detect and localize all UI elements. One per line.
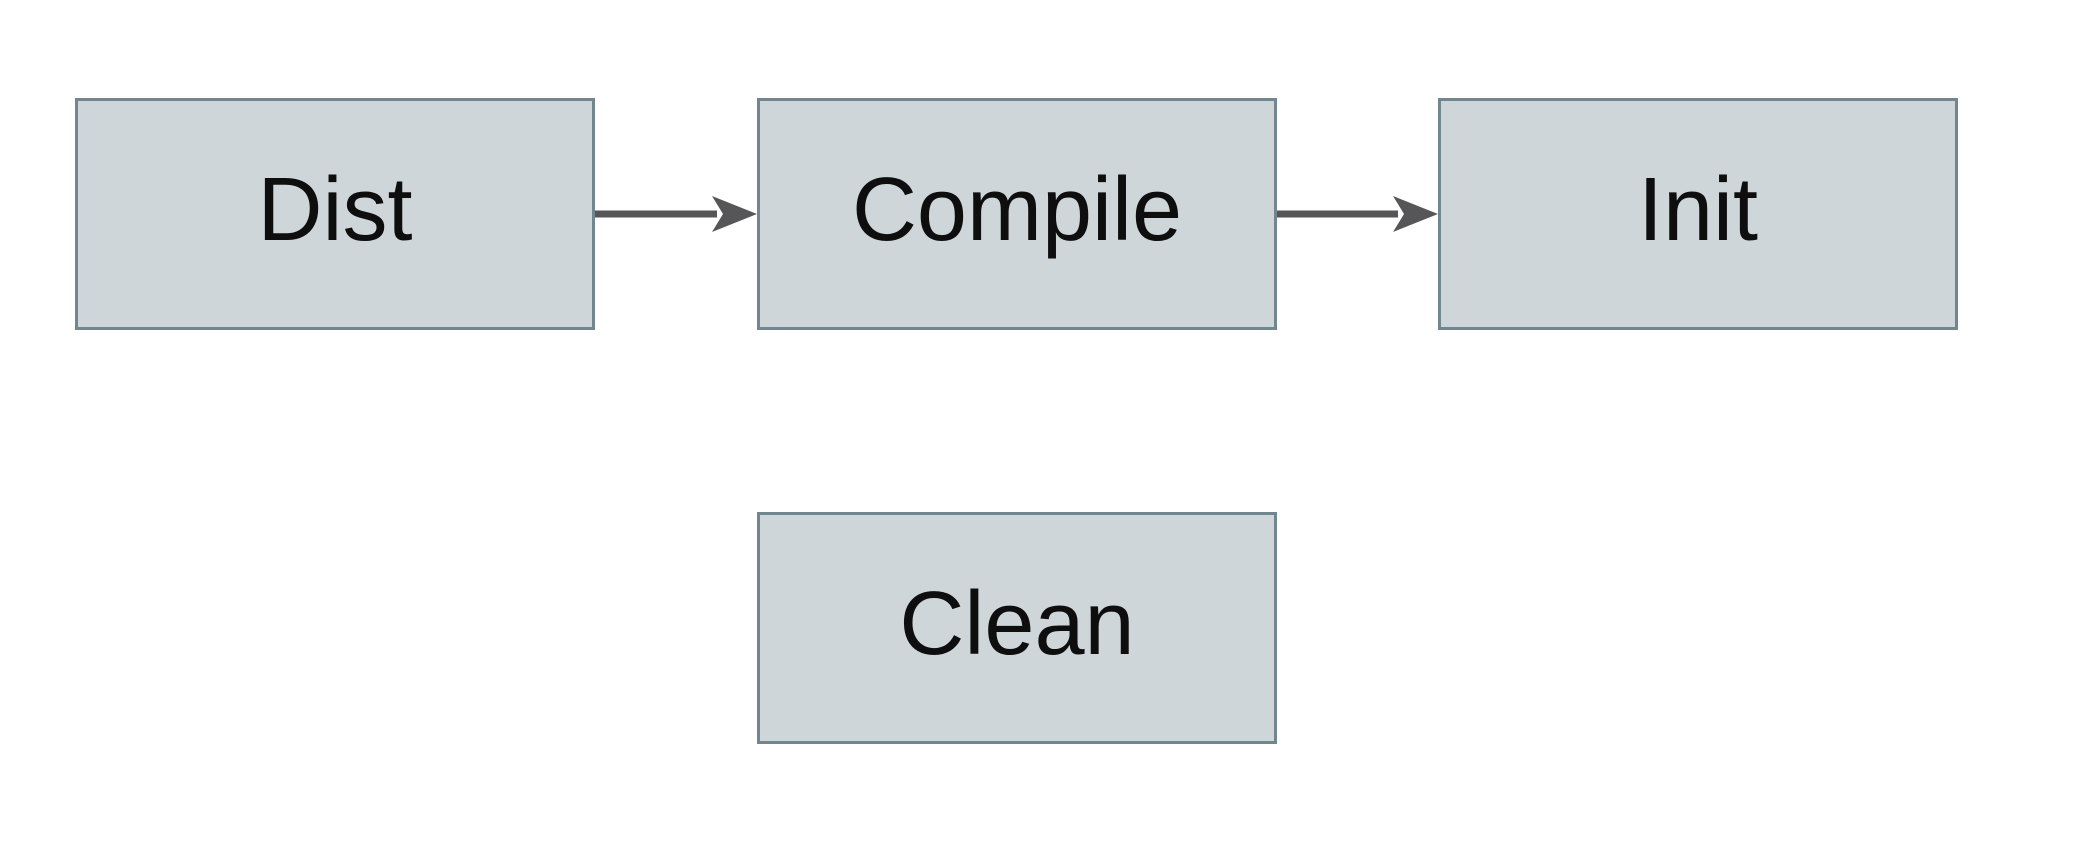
node-compile-label: Compile: [851, 160, 1183, 260]
node-init-label: Init: [1637, 160, 1759, 260]
node-clean: Clean: [757, 512, 1277, 744]
arrow-compile-to-init: [1277, 196, 1438, 232]
node-init: Init: [1438, 98, 1958, 330]
arrow-head-icon: [1393, 196, 1438, 232]
node-dist-label: Dist: [257, 160, 413, 260]
node-compile: Compile: [757, 98, 1277, 330]
node-dist: Dist: [75, 98, 595, 330]
arrow-dist-to-compile: [595, 196, 757, 232]
arrow-head-icon: [712, 196, 757, 232]
node-clean-label: Clean: [899, 574, 1135, 674]
